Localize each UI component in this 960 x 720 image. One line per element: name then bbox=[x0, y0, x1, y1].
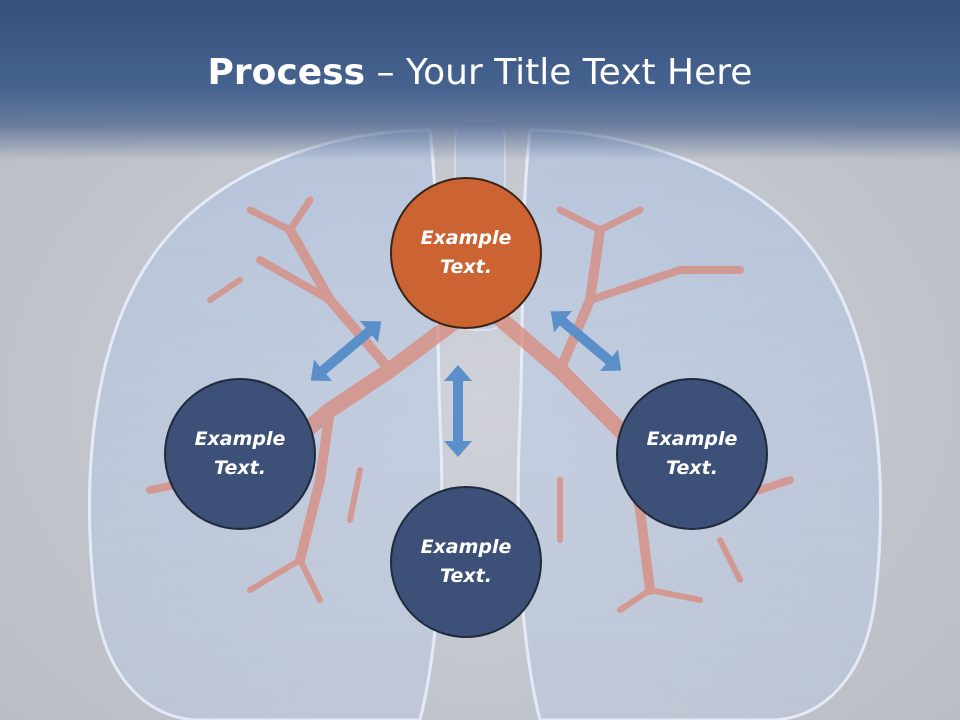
node-bottom-line2: Text. bbox=[440, 565, 492, 587]
process-node-left[interactable]: Example Text. bbox=[164, 378, 316, 530]
node-left-line1: Example bbox=[194, 428, 286, 450]
slide-title: Process – Your Title Text Here bbox=[0, 52, 960, 93]
process-node-top[interactable]: Example Text. bbox=[390, 177, 542, 329]
node-top-line1: Example bbox=[420, 227, 512, 249]
process-node-bottom[interactable]: Example Text. bbox=[390, 486, 542, 638]
node-left-line2: Text. bbox=[214, 457, 266, 479]
node-top-line2: Text. bbox=[440, 256, 492, 278]
slide-title-bold: Process bbox=[207, 52, 366, 93]
slide-title-rest: – Your Title Text Here bbox=[365, 52, 753, 93]
node-right-line1: Example bbox=[646, 428, 738, 450]
process-node-right[interactable]: Example Text. bbox=[616, 378, 768, 530]
node-bottom-line1: Example bbox=[420, 536, 512, 558]
title-banner bbox=[0, 0, 960, 160]
node-right-line2: Text. bbox=[666, 457, 718, 479]
